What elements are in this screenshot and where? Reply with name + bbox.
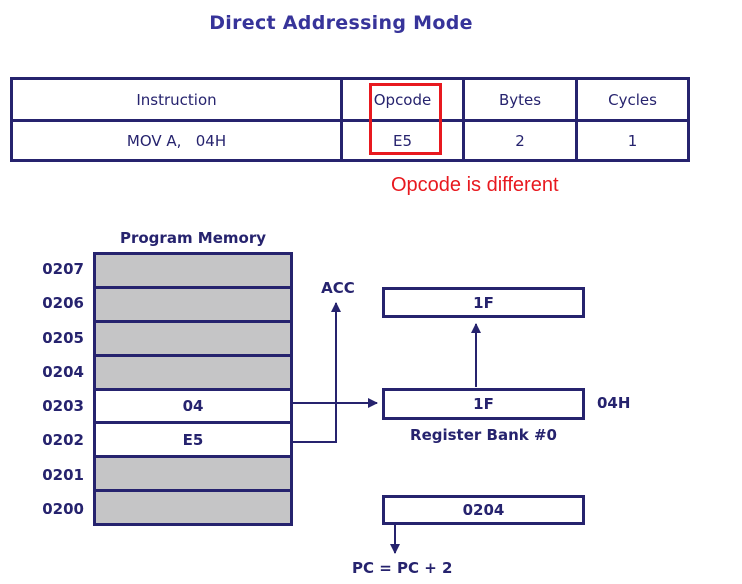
instruction-table: Instruction Opcode Bytes Cycles MOV A, 0… xyxy=(10,77,690,162)
program-memory-box: 04 E5 xyxy=(93,252,293,526)
memory-address: 0204 xyxy=(42,362,84,381)
memory-address: 0201 xyxy=(42,465,84,484)
table-header-cycles: Cycles xyxy=(578,80,687,122)
register-bank-box: 1F xyxy=(382,388,585,420)
opcode-note: Opcode is different xyxy=(391,174,559,196)
page-title: Direct Addressing Mode xyxy=(209,12,473,34)
acc-value-box: 1F xyxy=(382,287,585,318)
pc-note: PC = PC + 2 xyxy=(352,559,453,577)
memory-address: 0205 xyxy=(42,328,84,347)
table-cell-cycles: 1 xyxy=(627,131,638,150)
memory-address: 0207 xyxy=(42,260,84,279)
memory-row xyxy=(96,458,290,493)
program-memory-title: Program Memory xyxy=(119,229,266,247)
memory-row xyxy=(96,356,290,391)
table-header-opcode: Opcode xyxy=(343,80,465,122)
memory-address: 0203 xyxy=(42,397,84,416)
memory-row xyxy=(96,255,290,289)
table-cell-bytes: 2 xyxy=(465,122,578,159)
pc-value: 0204 xyxy=(462,501,505,519)
opcode-highlight-box xyxy=(369,83,442,155)
register-bank-caption: Register Bank #0 xyxy=(410,426,557,444)
register-bank-value: 1F xyxy=(473,395,494,413)
memory-row xyxy=(96,288,290,323)
memory-address: 0200 xyxy=(42,499,84,518)
memory-row: 04 xyxy=(96,390,290,425)
pc-box: 0204 xyxy=(382,495,585,525)
acc-label: ACC xyxy=(321,279,355,297)
table-cell-opcode: E5 xyxy=(343,122,465,159)
memory-address: 0202 xyxy=(42,431,84,450)
bank-address-label: 04H xyxy=(597,394,631,412)
memory-value: E5 xyxy=(182,430,204,449)
memory-row: E5 xyxy=(96,424,290,459)
memory-address-column: 0207 0206 0205 0204 0203 0202 0201 0200 xyxy=(26,252,84,526)
table-header-bytes: Bytes xyxy=(465,80,578,122)
table-header-instruction: Instruction xyxy=(13,80,343,122)
table-cell-instruction: MOV A, 04H xyxy=(13,122,343,159)
acc-value: 1F xyxy=(473,293,494,312)
memory-address: 0206 xyxy=(42,294,84,313)
memory-row xyxy=(96,492,290,523)
wire-opcode-to-acc xyxy=(293,302,341,443)
memory-value: 04 xyxy=(182,396,204,415)
memory-row xyxy=(96,322,290,357)
